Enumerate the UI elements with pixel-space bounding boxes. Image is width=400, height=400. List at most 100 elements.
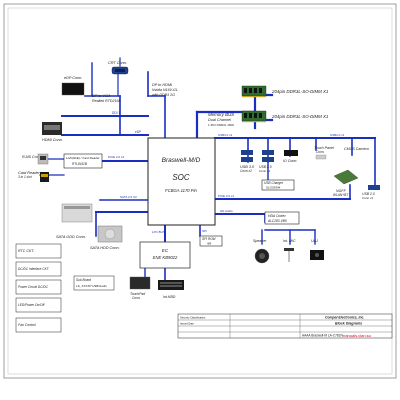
lan-l2: RTL8411B [72, 162, 88, 166]
power-item-led: LED/Power On/Off [18, 303, 46, 307]
ec-l1: EC [162, 248, 169, 253]
memory-section: Memory BUS Dual Channel 1.35V DDR3L 1600… [208, 85, 329, 127]
usb-charger-block: USB Charger SLG55594 [261, 179, 295, 191]
lan-l1: LAN(GbE) / Card Reader [66, 156, 101, 160]
dimm2-label: 204pin DDR3L-SO-DIMM X1 [271, 114, 329, 119]
bus-label-ddi1: DDI 1 [112, 111, 120, 115]
subboard-l1: Sub Board [76, 278, 91, 282]
speaker-label: Speaker [253, 239, 267, 243]
bus-label-usb3: USB3.0 x1 [218, 133, 233, 137]
dimm1-label: 204pin DDR3L-SO-DIMM X1 [271, 89, 329, 94]
intkbd-label: Int.KBD [163, 295, 176, 299]
subboard-l2: LS_XXXXP USB/Audio [76, 284, 107, 288]
title-security: Security Classification [180, 316, 206, 320]
ngff-wlan-module: NGFF WLAN+BT [333, 169, 359, 197]
lan-cardreader-block: LAN(GbE) / Card Reader RTL8411B [63, 153, 103, 169]
memory-bus-label: Memory BUS [208, 112, 234, 117]
usb20-right-connector: USB 2.0 Conn x1 [362, 185, 380, 200]
rj45-connector: RJ45 Conn. [22, 153, 49, 165]
spi-rom-block: SPI ROM 4M [199, 235, 223, 247]
camera-l1: CMOS Camera [344, 147, 369, 151]
usb20-io-label: USB 2.0 [259, 165, 272, 169]
bus-label-lpc: LPC BUS [152, 230, 165, 234]
bus-label-sata: SATA 2.0 X2 [120, 195, 137, 199]
intmic-label: Int. MIC [283, 239, 296, 243]
power-list: RTC CKT. DC/DC Interface CKT. Power Circ… [15, 243, 62, 333]
codec-l2: ALC283-VB5 [267, 219, 287, 223]
cardreader-sub: 3 in 1 slot [18, 175, 32, 179]
touchpad-l1: TouchPad [130, 292, 145, 296]
edp-label: eDP Conn. [64, 76, 82, 80]
power-item-power-circuit: Power Circuit DC/DC [18, 285, 49, 289]
power-item-fan: Fan Control [18, 323, 36, 327]
int-keyboard-connector: Int.KBD [158, 280, 184, 299]
uaj-label: UAJ [311, 239, 318, 243]
dp-hdmi-l3: with DDR3 2G [152, 93, 175, 97]
bus-label-usb2: USB2.0 x1 [330, 133, 345, 137]
soc-block: Braswell-M/D SOC FCBGA 1170 Pin [147, 137, 216, 226]
card-reader-connector: Card Reader 3 in 1 slot [18, 171, 49, 182]
memory-channel-label: Dual Channel [208, 118, 231, 122]
edp-connector: eDP Conn. [61, 76, 85, 96]
title-block: Security Classification Issued Date Comp… [177, 313, 393, 339]
dimm-slot-1 [241, 85, 267, 98]
hdmi-connector: HDMI Conn. [42, 122, 63, 142]
touch-panel-connector: Touch Panel Conn. [314, 146, 334, 160]
soc-type: SOC [172, 173, 190, 182]
sata-odd-label: SATA ODD Conn. [56, 235, 86, 239]
usb-charger-l1: USB Charger [264, 181, 284, 185]
crt-label: CRT Conn. [108, 61, 127, 65]
touchpad-l2: Conn. [132, 296, 141, 300]
soc-package: FCBGA 1170 Pin [165, 188, 197, 193]
dp-hdmi-l2: Nvidia N16V-GL [152, 88, 178, 92]
usb20-right-label: USB 2.0 [362, 192, 375, 196]
dp-vga-l2: Realtek RTD2168 [92, 99, 121, 103]
dp-vga-block: DP to VGA Realtek RTD2168 [92, 94, 121, 103]
speaker-device: Speaker [253, 239, 270, 264]
spirom-l1: SPI ROM [202, 237, 216, 241]
sheet-inner-frame [7, 7, 393, 375]
hdmi-label: HDMI Conn. [42, 138, 63, 142]
ec-block: EC ENE KB9022 [139, 241, 191, 269]
touchpanel-sub: Conn. [316, 150, 325, 154]
dp-hdmi-l1: DP to HDMI [152, 83, 173, 87]
memory-speed-label: 1.35V DDR3L 1600 [208, 123, 234, 127]
dimm-slot-2 [241, 110, 267, 123]
io-label: IO Conn. [283, 159, 297, 163]
sata-odd-connector: SATA ODD Conn. [56, 203, 93, 239]
power-item-dcdc-interface: DC/DC Interface CKT. [18, 267, 50, 271]
bus-label-edp: eDP [135, 130, 141, 134]
touchpanel-label: Touch Panel [314, 146, 334, 150]
ec-l2: ENE KB9022 [153, 255, 178, 260]
usb30-connector: USB 3.0 Conn x2 [240, 150, 255, 173]
cardreader-label: Card Reader [18, 171, 40, 175]
ngff-l1: NGFF [336, 189, 347, 193]
soc-name: Braswell-M/D [162, 157, 201, 164]
sheet-frame [3, 3, 397, 379]
usb20-io-connector: USB 2.0 Conn x1 [259, 150, 274, 173]
bus-label-pcie1: PCIE 2.0 x1 [218, 194, 234, 198]
title-watermark: manuals.clan.su [342, 333, 371, 338]
hda-codec-block: HDA Codec ALC283-VB5 [264, 211, 300, 225]
bus-label-pcie: PCIE 2.0 x4 [108, 155, 124, 159]
dp-vga-l1: DP to VGA [92, 94, 111, 98]
rj45-label: RJ45 Conn. [22, 155, 42, 159]
io-board-connector: IO Conn. [283, 150, 298, 163]
ngff-l2: WLAN+BT [333, 193, 349, 197]
dp-hdmi-block: DP to HDMI Nvidia N16V-GL with DDR3 2G [152, 83, 178, 97]
crt-connector: CRT Conn. [108, 61, 129, 75]
usb20-right-sub: Conn x1 [362, 196, 374, 200]
power-item-rtc: RTC CKT. [18, 249, 34, 253]
touchpad-connector: TouchPad Conn. [129, 276, 151, 300]
usb30-sub: Conn x2 [240, 169, 252, 173]
universal-audio-jack: UAJ [310, 239, 324, 260]
title-title: Block Diagrams [335, 322, 362, 326]
spirom-l2: 4M [207, 242, 212, 246]
title-issued: Issued Date [180, 322, 194, 326]
usb-charger-l2: SLG55594 [266, 186, 281, 190]
bus-label-spi: SPI [202, 229, 207, 233]
title-model: AAAA Braswell-M LA-C781P [302, 334, 343, 338]
usb30-label: USB 3.0 [240, 165, 255, 169]
camera-connector: CMOS Camera [344, 147, 369, 151]
